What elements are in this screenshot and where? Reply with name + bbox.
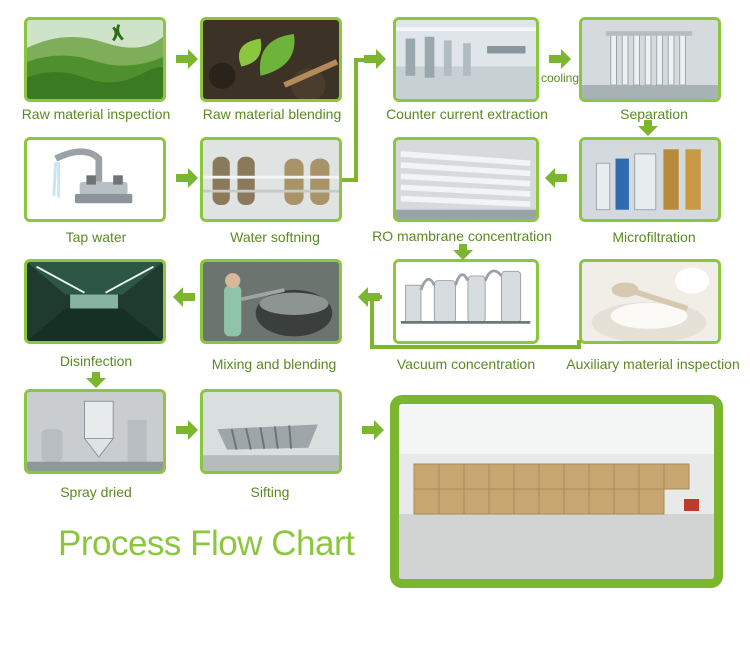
step-label: Disinfection	[59, 353, 133, 369]
faucet-image	[27, 140, 163, 219]
photo-sifting	[200, 389, 342, 474]
arrow-right-icon	[176, 168, 198, 188]
tea-leaves-image	[203, 20, 339, 99]
photo-mixing-and-blending	[200, 259, 342, 344]
page-title: Process Flow Chart	[58, 524, 355, 563]
step-label: Tap water	[65, 229, 127, 245]
ro-membrane-image	[396, 140, 536, 219]
clean-room-image	[27, 262, 163, 341]
step-label: Vacuum concentration	[396, 356, 536, 372]
photo-warehouse	[390, 395, 723, 588]
arrow-left-icon	[545, 168, 567, 188]
step-label: Raw material inspection	[21, 106, 171, 122]
factory-hall-image	[396, 20, 536, 99]
step-label: RO mambrane concentration	[372, 228, 552, 244]
microfiltration-image	[582, 140, 718, 219]
cooling-label: cooling	[541, 71, 580, 85]
sifting-machine-image	[203, 392, 339, 471]
vacuum-evaporator-image	[396, 262, 536, 341]
arrow-right-icon	[176, 49, 198, 69]
arrow-right-icon	[362, 420, 384, 440]
arrow-right-icon	[176, 420, 198, 440]
arrow-right-icon	[364, 49, 386, 69]
arrow-down-icon	[86, 372, 106, 388]
separation-columns-image	[582, 20, 718, 99]
arrow-left-icon	[358, 287, 380, 307]
step-label: Water softning	[230, 229, 320, 245]
step-label: Auxiliary material inspection	[566, 356, 740, 372]
arrow-down-icon	[453, 244, 473, 260]
photo-separation	[579, 17, 721, 102]
step-label: Counter current extraction	[386, 106, 548, 122]
photo-microfiltration	[579, 137, 721, 222]
step-label: Separation	[620, 106, 688, 122]
photo-water-softning	[200, 137, 342, 222]
step-label: Microfiltration	[612, 229, 696, 245]
step-label: Raw material blending	[202, 106, 342, 122]
connector-line	[370, 295, 581, 349]
mixing-image	[203, 262, 339, 341]
photo-counter-current-extraction	[393, 17, 539, 102]
arrow-right-icon	[549, 49, 571, 69]
photo-raw-material-inspection	[24, 17, 166, 102]
arrow-down-icon	[638, 120, 658, 136]
photo-tap-water	[24, 137, 166, 222]
photo-raw-material-blending	[200, 17, 342, 102]
connector-line	[342, 58, 366, 182]
photo-auxiliary-material-inspection	[579, 259, 721, 344]
photo-ro-membrane-concentration	[393, 137, 539, 222]
photo-spray-dried	[24, 389, 166, 474]
white-powder-image	[582, 262, 718, 341]
warehouse-boxes-image	[399, 404, 714, 579]
spray-dryer-image	[27, 392, 163, 471]
tea-plantation-image	[27, 20, 163, 99]
step-label: Spray dried	[60, 484, 132, 500]
step-label: Mixing and blending	[211, 356, 337, 372]
photo-disinfection	[24, 259, 166, 344]
step-label: Sifting	[250, 484, 290, 500]
arrow-left-icon	[173, 287, 195, 307]
photo-vacuum-concentration	[393, 259, 539, 344]
softener-tanks-image	[203, 140, 339, 219]
